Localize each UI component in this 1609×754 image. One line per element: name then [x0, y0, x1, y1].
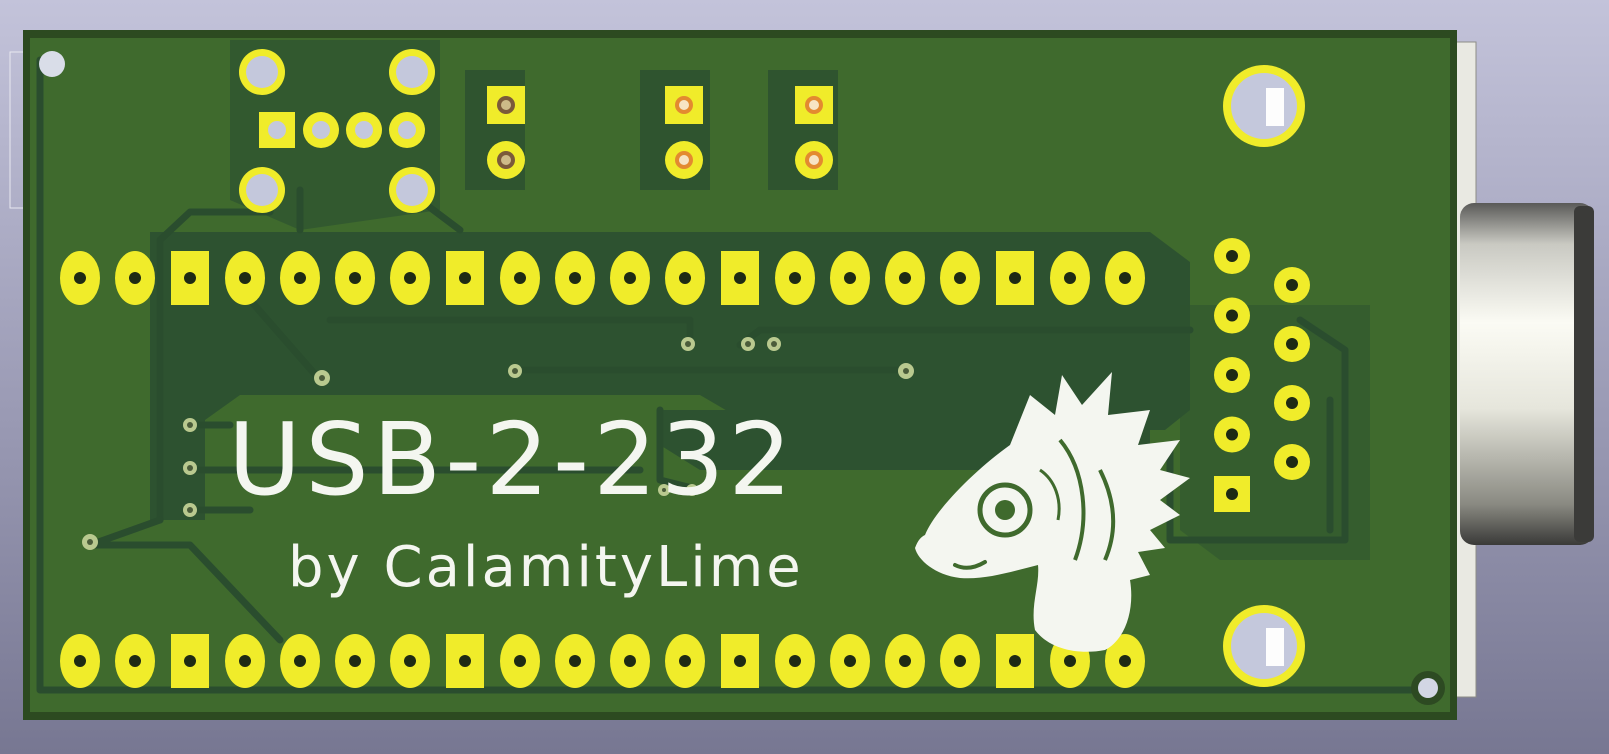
usb-receptacle — [1460, 203, 1594, 545]
header-pin — [665, 251, 705, 305]
header-pin — [555, 634, 595, 688]
mount-hole-bottom-right — [1418, 678, 1438, 698]
pcb-board — [23, 30, 1457, 720]
board-author: by CalamityLime — [288, 535, 804, 600]
header-pin — [555, 251, 595, 305]
header-pin — [280, 634, 320, 688]
header-pin — [171, 251, 209, 305]
usb-c-connector — [1451, 41, 1594, 698]
header-pin — [390, 251, 430, 305]
header-pin — [830, 251, 870, 305]
header-pin — [1105, 251, 1145, 305]
pin-header-bottom — [60, 634, 1145, 688]
header-pin — [996, 634, 1034, 688]
pin-header-side-left — [1214, 238, 1250, 512]
header-pin — [610, 634, 650, 688]
side-pin — [1274, 326, 1310, 362]
header-pin — [225, 634, 265, 688]
pin-header-side-right — [1274, 267, 1310, 480]
side-pin — [1214, 238, 1250, 274]
header-pin — [665, 634, 705, 688]
header-pin — [390, 634, 430, 688]
side-pin — [1214, 416, 1250, 453]
header-pin — [171, 634, 209, 688]
dragon-icon — [915, 372, 1190, 652]
header-pin — [940, 634, 980, 688]
header-pin — [996, 251, 1034, 305]
side-pin — [1274, 267, 1310, 303]
header-pin — [721, 634, 759, 688]
header-pin — [115, 251, 155, 305]
header-pin — [446, 634, 484, 688]
header-pin — [775, 251, 815, 305]
side-pin — [1214, 297, 1250, 334]
header-pin — [1050, 251, 1090, 305]
header-pin — [446, 251, 484, 305]
header-pin — [500, 634, 540, 688]
mount-hole-top-left — [39, 51, 65, 77]
mounting-holes — [39, 51, 1445, 705]
header-pin — [885, 634, 925, 688]
pin-header-top — [60, 251, 1145, 305]
side-pin — [1274, 444, 1310, 480]
vias — [82, 337, 914, 550]
side-pin — [1214, 357, 1250, 393]
side-pin — [1274, 385, 1310, 421]
switch-footprint — [239, 49, 435, 213]
header-pin — [610, 251, 650, 305]
board-title: USB-2-232 — [228, 401, 796, 518]
copper-traces — [36, 56, 1444, 694]
usb-shield-tabs — [1223, 65, 1305, 687]
side-pin — [1214, 476, 1250, 512]
header-pin — [830, 634, 870, 688]
header-pin — [225, 251, 265, 305]
header-pin — [335, 634, 375, 688]
header-pin — [115, 634, 155, 688]
header-pin — [885, 251, 925, 305]
usb-opening — [1574, 206, 1594, 542]
header-pin — [335, 251, 375, 305]
led-footprints — [487, 86, 833, 179]
header-pin — [500, 251, 540, 305]
header-pin — [775, 634, 815, 688]
header-pin — [940, 251, 980, 305]
header-pin — [280, 251, 320, 305]
header-pin — [60, 251, 100, 305]
header-pin — [1105, 634, 1145, 688]
header-pin — [721, 251, 759, 305]
header-pin — [60, 634, 100, 688]
